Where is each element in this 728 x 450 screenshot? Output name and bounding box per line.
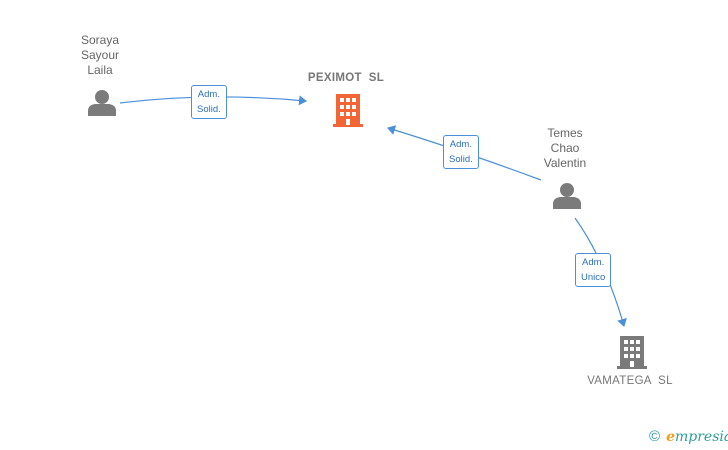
brand-logo: © empresia	[649, 428, 728, 445]
person-name-soraya[interactable]: Soraya Sayour Laila	[80, 33, 120, 77]
edge-label-temes-peximot: Adm. Solid.	[443, 135, 479, 169]
building-icon[interactable]	[617, 336, 647, 369]
edge-label-soraya-peximot: Adm. Solid.	[191, 85, 227, 119]
brand-wordmark: empresia	[666, 428, 728, 445]
person-icon[interactable]	[553, 183, 581, 209]
copyright-icon: ©	[649, 428, 661, 445]
person-name-temes[interactable]: Temes Chao Valentin	[543, 126, 587, 170]
company-name-vamatega[interactable]: VAMATEGA SL	[587, 375, 673, 387]
edge-label-temes-vamatega: Adm. Unico	[575, 253, 612, 287]
building-icon[interactable]	[333, 94, 363, 127]
company-name-peximot[interactable]: PEXIMOT SL	[307, 72, 385, 84]
person-icon[interactable]	[88, 90, 116, 116]
